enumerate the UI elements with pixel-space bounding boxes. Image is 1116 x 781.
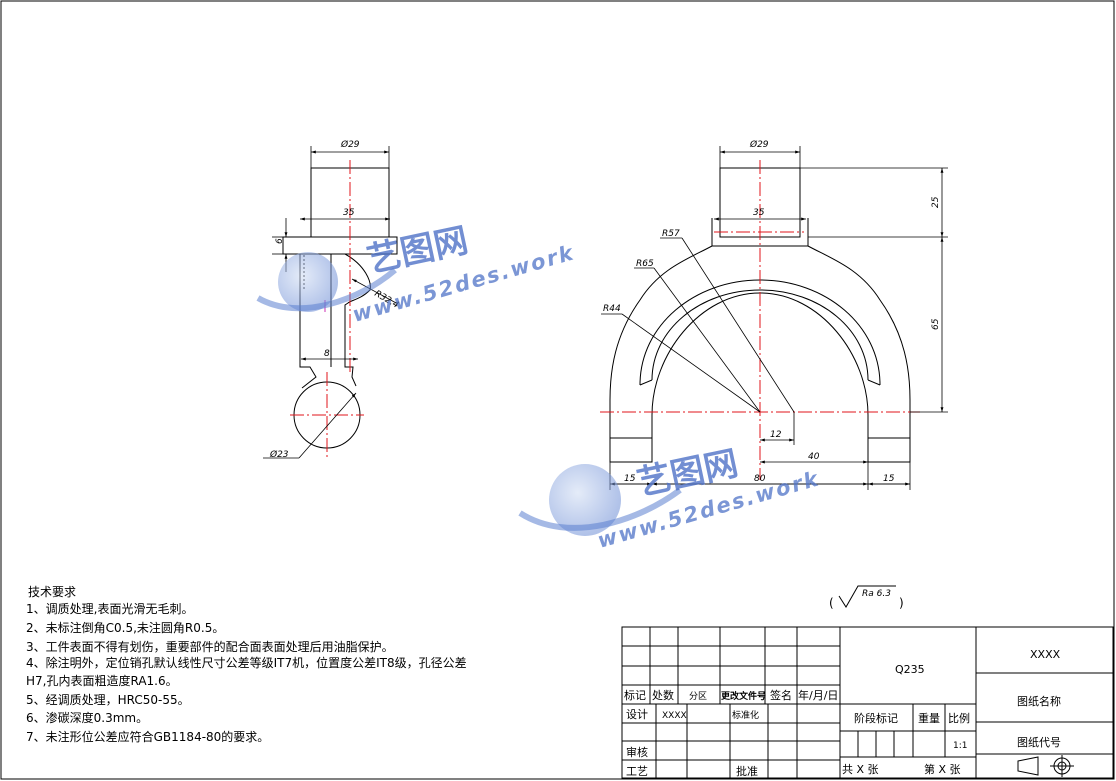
tb-header-count: 处数 xyxy=(652,689,674,702)
side-view-centerlines xyxy=(290,160,364,458)
dim-front-top-dia: Ø29 xyxy=(749,139,769,150)
tb-drawing-code: 图纸代号 xyxy=(1017,736,1061,749)
surface-finish-value: Ra 6.3 xyxy=(862,589,891,599)
tb-sheet-num: 第 X 张 xyxy=(924,762,961,776)
tech-req-line: 6、渗碳深度0.3mm。 xyxy=(26,710,148,725)
tb-drawing-name: 图纸名称 xyxy=(1017,694,1061,708)
tb-designer: XXXX xyxy=(662,711,687,721)
side-view-dims xyxy=(263,146,399,459)
tech-req-line: 4、除注明外，定位销孔默认线性尺寸公差等级IT7机，位置度公差IT8级，孔径公差 xyxy=(26,655,467,670)
tb-header-change-doc: 更改文件号 xyxy=(721,690,766,702)
tech-req-line: 1、调质处理,表面光滑无毛刺。 xyxy=(26,602,193,616)
tech-req-title: 技术要求 xyxy=(28,585,76,599)
dim-front-r65: R65 xyxy=(636,259,654,269)
tb-header-date: 年/月/日 xyxy=(798,688,838,702)
dim-side-35: 35 xyxy=(343,208,355,218)
projection-symbol-icon xyxy=(1017,755,1074,777)
dim-side-bottom-dia: Ø23 xyxy=(269,449,289,460)
watermark-globe-icon xyxy=(278,252,338,312)
watermark-bottom: 艺图网 www.52des.work xyxy=(518,443,822,553)
dim-front-40: 40 xyxy=(808,452,820,462)
tb-standardize: 标准化 xyxy=(732,709,759,721)
dim-front-15-right: 15 xyxy=(883,474,895,484)
dim-side-8: 8 xyxy=(324,349,330,359)
tb-material: Q235 xyxy=(895,663,925,676)
dim-front-80: 80 xyxy=(754,474,766,484)
tech-req-line: 5、经调质处理，HRC50-55。 xyxy=(26,693,190,707)
dim-side-top-dia: Ø29 xyxy=(340,139,360,150)
dim-front-r57: R57 xyxy=(662,229,680,239)
dim-front-25: 25 xyxy=(931,196,941,208)
watermark-globe-icon xyxy=(549,464,621,536)
tb-stage-mark: 阶段标记 xyxy=(854,711,898,725)
watermark-top: 艺图网 www.52des.work xyxy=(256,220,577,327)
dim-front-15-left: 15 xyxy=(624,474,636,484)
dim-front-35: 35 xyxy=(753,208,765,218)
surface-finish-paren-close: ) xyxy=(899,596,904,610)
tb-sheets-total: 共 X 张 xyxy=(842,763,879,776)
tb-weight: 重量 xyxy=(918,711,940,725)
tb-header-mark: 标记 xyxy=(624,688,646,702)
tb-scale-value: 1:1 xyxy=(953,741,967,751)
tb-company: XXXX xyxy=(1030,648,1061,661)
dim-front-65: 65 xyxy=(931,318,941,330)
tb-scale: 比例 xyxy=(948,711,970,725)
surface-finish-symbol xyxy=(838,585,896,608)
tb-header-zone: 分区 xyxy=(689,691,707,702)
tb-review: 审核 xyxy=(626,745,648,759)
tech-req-line: 3、工件表面不得有划伤，重要部件的配合面表面处理后用油脂保护。 xyxy=(26,639,394,654)
dim-side-6: 6 xyxy=(275,238,285,244)
technical-requirements: 技术要求 1、调质处理,表面光滑无毛刺。 2、未标注倒角C0.5,未注圆角R0.… xyxy=(26,585,467,744)
dim-front-r44: R44 xyxy=(603,304,621,314)
tb-header-sign: 签名 xyxy=(770,688,792,702)
title-block xyxy=(621,626,1114,779)
tb-design: 设计 xyxy=(626,708,648,721)
tb-process: 工艺 xyxy=(626,765,648,778)
dim-front-12: 12 xyxy=(770,430,782,440)
tech-req-line: H7,孔内表面粗造度RA1.6。 xyxy=(26,673,178,688)
tb-approve: 批准 xyxy=(736,764,758,778)
front-view-dims xyxy=(601,146,948,490)
watermark-cn: 艺图网 xyxy=(364,220,472,280)
tech-req-line: 2、未标注倒角C0.5,未注圆角R0.5。 xyxy=(26,620,224,635)
tech-req-line: 7、未注形位公差应符合GB1184-80的要求。 xyxy=(26,729,269,744)
surface-finish-paren-open: ( xyxy=(829,596,834,610)
